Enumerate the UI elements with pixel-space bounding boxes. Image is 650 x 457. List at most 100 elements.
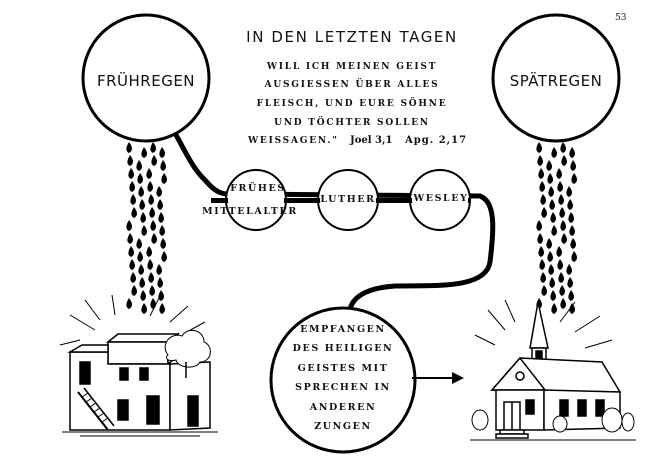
flame-icon	[559, 285, 565, 296]
chain-label-mittelalter: MITTELALTER	[202, 206, 298, 217]
flame-icon	[539, 259, 545, 270]
flame-icon	[558, 194, 564, 205]
flame-icon	[146, 168, 152, 179]
flame-icon	[128, 246, 134, 257]
flame-icon	[540, 272, 546, 283]
flame-icon	[127, 155, 133, 166]
flame-icon	[159, 147, 165, 158]
flame-icon	[141, 225, 147, 236]
flame-icon	[560, 220, 566, 231]
flame-icon	[548, 186, 554, 197]
flame-icon	[129, 259, 135, 270]
flame-icon	[126, 142, 132, 153]
page-number: 53	[615, 13, 627, 23]
flame-icon	[567, 199, 573, 210]
flame-icon	[567, 277, 573, 288]
flame-icon	[148, 272, 154, 283]
flame-icon	[159, 303, 165, 314]
flame-icon	[141, 147, 147, 158]
chain-label-fruehes: FRÜHES	[230, 183, 286, 194]
flame-icon	[569, 147, 575, 158]
flame-icon	[138, 186, 144, 197]
flame-icon	[136, 160, 142, 171]
flame-icon	[547, 251, 553, 262]
connector-line	[169, 125, 496, 313]
reference-joel: Joel 3,1	[350, 135, 393, 146]
flame-icon	[540, 194, 546, 205]
flame-icon	[131, 207, 137, 218]
flame-icon	[536, 220, 542, 231]
flame-icon	[130, 194, 136, 205]
flame-rain-right	[536, 142, 577, 314]
flame-icon	[128, 168, 134, 179]
page-title: IN DEN LETZTEN TAGEN	[246, 28, 458, 46]
flame-icon	[156, 186, 162, 197]
quote-last-line: WEISSAGEN."	[248, 136, 339, 146]
flame-icon	[550, 290, 556, 301]
flame-icon	[551, 225, 557, 236]
flame-icon	[141, 303, 147, 314]
flame-icon	[140, 212, 146, 223]
flame-icon	[549, 199, 555, 210]
flame-icon	[139, 199, 145, 210]
flame-icon	[538, 246, 544, 257]
left-house-illustration	[59, 294, 218, 437]
flame-icon	[551, 147, 557, 158]
flame-icon	[548, 264, 554, 275]
quote-line-1: WILL ICH MEINEN GEIST	[266, 62, 438, 72]
flame-icon	[158, 212, 164, 223]
flame-icon	[557, 259, 563, 270]
flame-icon	[549, 277, 555, 288]
flame-icon	[566, 264, 572, 275]
flame-icon	[570, 238, 576, 249]
flame-icon	[147, 259, 153, 270]
flame-icon	[570, 160, 576, 171]
flame-icon	[157, 277, 163, 288]
chain-label-luther: LUTHER	[320, 194, 376, 205]
flame-icon	[569, 225, 575, 236]
flame-icon	[571, 173, 577, 184]
flame-icon	[147, 181, 153, 192]
flame-icon	[150, 142, 156, 153]
flame-icon	[127, 233, 133, 244]
tongues-circle	[269, 306, 417, 454]
flame-icon	[568, 212, 574, 223]
arrow-head	[452, 372, 464, 384]
flame-icon	[131, 285, 137, 296]
flame-icon	[151, 155, 157, 166]
tongues-line-2: DES HEILIGEN	[292, 343, 394, 354]
flame-icon	[539, 181, 545, 192]
flame-icon	[160, 238, 166, 249]
chain-label-wesley: WESLEY	[413, 193, 469, 204]
flame-icon	[136, 238, 142, 249]
flame-icon	[137, 251, 143, 262]
tongues-line-4: SPRECHEN IN	[295, 382, 391, 393]
flame-icon	[149, 285, 155, 296]
flame-icon	[556, 168, 562, 179]
flame-icon	[138, 264, 144, 275]
flame-icon	[547, 173, 553, 184]
flame-icon	[160, 160, 166, 171]
flame-icon	[560, 142, 566, 153]
flame-icon	[550, 212, 556, 223]
flame-icon	[566, 186, 572, 197]
flame-icon	[126, 220, 132, 231]
flame-icon	[546, 160, 552, 171]
tongues-line-6: ZUNGEN	[314, 421, 372, 432]
flame-icon	[150, 220, 156, 231]
flame-icon	[158, 290, 164, 301]
flame-icon	[151, 233, 157, 244]
flame-icon	[541, 285, 547, 296]
tongues-line-1: EMPFANGEN	[300, 324, 386, 335]
fruehregen-circle	[81, 13, 211, 143]
flame-icon	[148, 194, 154, 205]
fruehregen-label: FRÜHREGEN	[96, 72, 196, 90]
reference-apg: Apg. 2,17	[405, 135, 468, 146]
flame-icon	[156, 264, 162, 275]
quote-line-2: AUSGIESSEN ÜBER ALLES	[264, 80, 440, 90]
flame-icon	[560, 298, 566, 309]
flame-icon	[571, 251, 577, 262]
flame-icon	[557, 181, 563, 192]
flame-icon	[569, 303, 575, 314]
